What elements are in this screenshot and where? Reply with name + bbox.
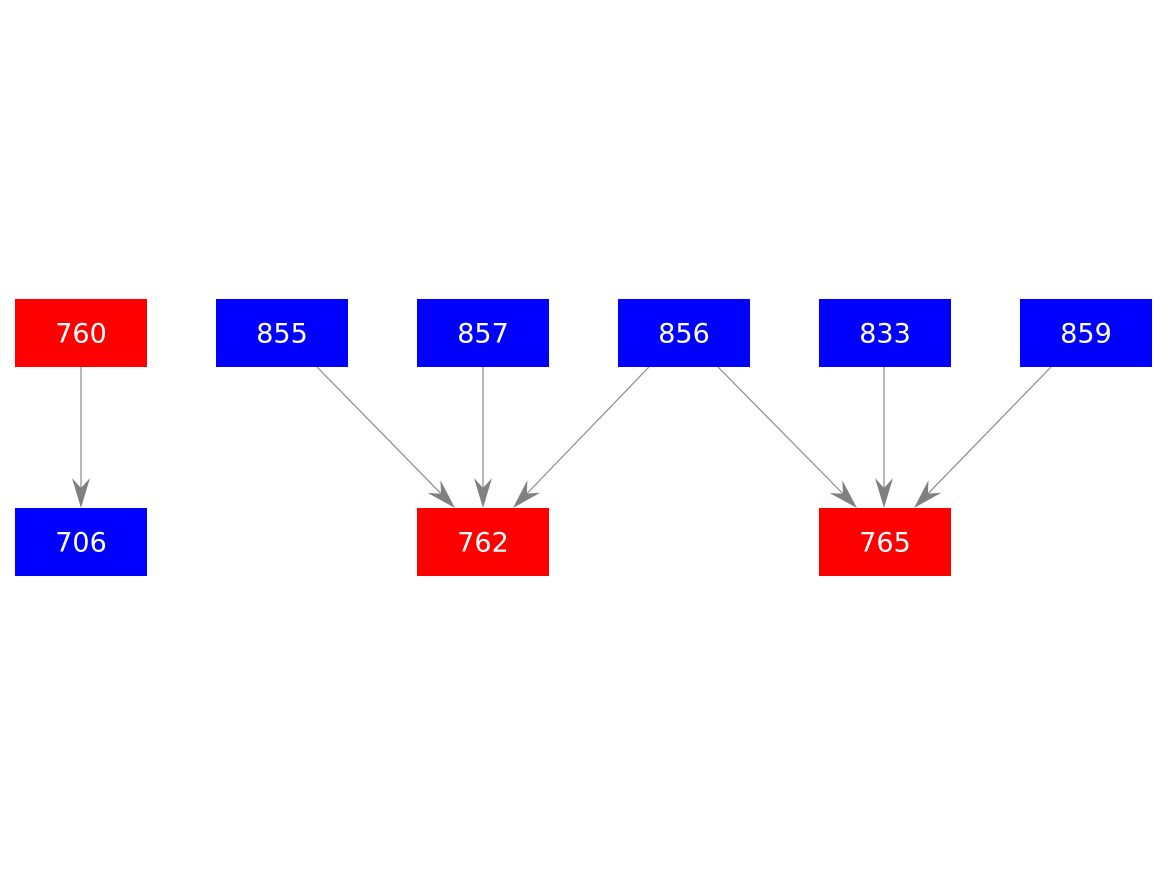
- node-label: 762: [457, 528, 509, 559]
- node-label: 760: [55, 319, 107, 350]
- arrowhead-icon: [875, 478, 893, 508]
- edge-line: [316, 366, 442, 495]
- node-label: 833: [859, 319, 911, 350]
- node-box: [15, 299, 147, 367]
- node-label: 857: [457, 319, 509, 350]
- edges-layer: [72, 366, 1052, 508]
- node-833: 833: [819, 299, 951, 367]
- node-859: 859: [1020, 299, 1152, 367]
- node-box: [15, 508, 147, 576]
- node-box: [417, 508, 549, 576]
- node-706: 706: [15, 508, 147, 576]
- edge-857-to-762: [474, 367, 492, 508]
- edge-line: [927, 366, 1052, 495]
- node-box: [216, 299, 348, 367]
- nodes-layer: 760 855 857 856 833 859 706 762 765: [15, 299, 1152, 576]
- edge-833-to-765: [875, 367, 893, 508]
- node-855: 855: [216, 299, 348, 367]
- arrowhead-icon: [829, 480, 857, 508]
- node-label: 855: [256, 319, 308, 350]
- edge-line: [717, 366, 844, 495]
- node-box: [417, 299, 549, 367]
- edge-856-to-765: [717, 366, 857, 508]
- node-label: 859: [1060, 319, 1112, 350]
- arrowhead-icon: [72, 478, 90, 508]
- node-856: 856: [618, 299, 750, 367]
- node-label: 706: [55, 528, 107, 559]
- arrowhead-icon: [427, 480, 455, 508]
- edge-856-to-762: [513, 366, 650, 508]
- arrowhead-icon: [914, 480, 942, 508]
- node-box: [819, 508, 951, 576]
- node-label: 856: [658, 319, 710, 350]
- edge-line: [526, 366, 650, 495]
- node-box: [819, 299, 951, 367]
- node-box: [618, 299, 750, 367]
- node-765: 765: [819, 508, 951, 576]
- arrowhead-icon: [474, 478, 492, 508]
- edge-760-to-706: [72, 367, 90, 508]
- node-label: 765: [859, 528, 911, 559]
- edge-855-to-762: [316, 366, 455, 508]
- edge-859-to-765: [914, 366, 1052, 508]
- node-762: 762: [417, 508, 549, 576]
- node-857: 857: [417, 299, 549, 367]
- arrowhead-icon: [513, 480, 541, 508]
- node-box: [1020, 299, 1152, 367]
- node-760: 760: [15, 299, 147, 367]
